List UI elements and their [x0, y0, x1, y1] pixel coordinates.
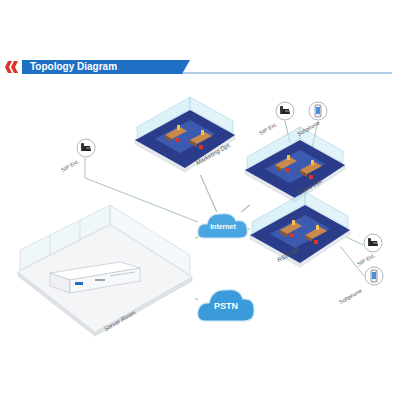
title-banner — [5, 60, 392, 74]
network-link — [200, 175, 216, 212]
server-room: Server Room — [15, 215, 195, 340]
device-label: SIP Ext. — [356, 252, 376, 267]
department-room: Sales Dpt. — [245, 135, 345, 205]
softphone-icon — [309, 102, 327, 120]
sip-phone — [364, 234, 382, 252]
clouds — [198, 214, 254, 321]
device-label: Softphone — [296, 119, 321, 137]
softphone-icon — [365, 267, 383, 285]
cloud-label: Internet — [210, 223, 236, 230]
device-label: SIP Ext. — [60, 158, 80, 173]
pstn-cloud: PSTN — [198, 290, 254, 322]
network-link — [248, 228, 250, 229]
cloud-label: PSTN — [214, 301, 238, 311]
device-label: Softphone — [338, 287, 363, 305]
department-room: Marketing Dpt. — [135, 105, 235, 175]
sip-phone — [77, 139, 95, 157]
network-link — [241, 205, 250, 212]
room-label: Marketing Dpt. — [195, 141, 232, 166]
server-room — [18, 205, 192, 336]
network-link — [195, 298, 198, 300]
room-label: Server Room — [103, 309, 137, 332]
room-label: R&D Dpt. — [276, 245, 301, 263]
sip-phone — [276, 102, 294, 120]
room-label: Sales Dpt. — [297, 177, 324, 196]
network-link — [195, 237, 198, 238]
internet-cloud: Internet — [198, 212, 248, 240]
diagram-title: Topology Diagram — [30, 61, 117, 72]
department-room: R&D Dpt. — [250, 200, 350, 270]
device-label: SIP Ext. — [258, 121, 278, 136]
